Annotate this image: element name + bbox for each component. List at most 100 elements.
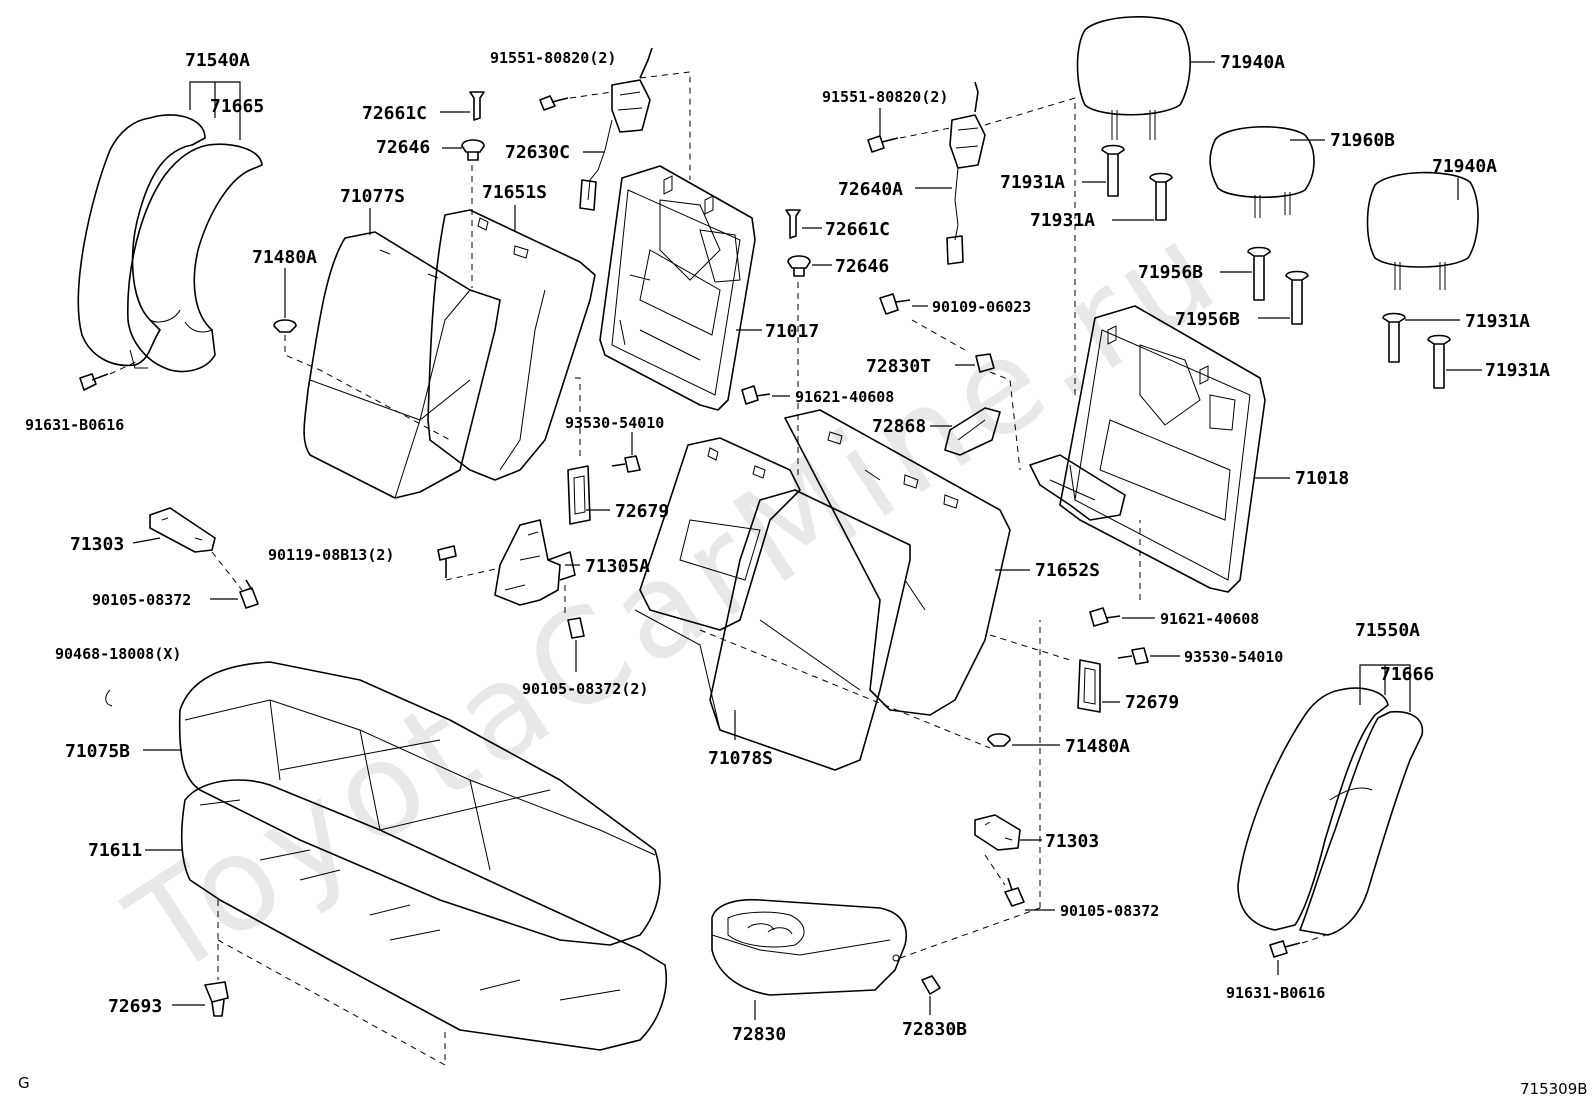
clip-72661C-left bbox=[469, 91, 485, 121]
label-72830B: 72830B bbox=[902, 1019, 967, 1040]
bolt-91551-right bbox=[867, 135, 899, 153]
label-91551-80820-left: 91551-80820(2) bbox=[490, 49, 616, 67]
label-72830T: 72830T bbox=[866, 356, 931, 377]
label-90105-08372-left: 90105-08372 bbox=[92, 591, 191, 609]
label-72661C-center: 72661C bbox=[825, 219, 890, 240]
label-72630C: 72630C bbox=[505, 142, 570, 163]
headrest-71940A-top bbox=[1076, 16, 1191, 140]
bolt-91631-left bbox=[79, 373, 109, 391]
headrest-71960B bbox=[1209, 126, 1315, 218]
label-72646-center: 72646 bbox=[835, 256, 889, 277]
label-71940A-top: 71940A bbox=[1220, 52, 1285, 73]
label-71666: 71666 bbox=[1380, 664, 1434, 685]
label-91631-B0616-right: 91631-B0616 bbox=[1226, 984, 1325, 1002]
side-bolster-left bbox=[77, 114, 263, 373]
label-91631-B0616-left: 91631-B0616 bbox=[25, 416, 124, 434]
bolt-90105-left bbox=[239, 579, 259, 609]
cushion-pad-71611 bbox=[180, 779, 668, 1051]
label-72646-left: 72646 bbox=[376, 137, 430, 158]
bolt-91551-left bbox=[539, 95, 569, 111]
bolt-91631-right bbox=[1269, 940, 1301, 958]
seatback-frame-71017 bbox=[599, 165, 756, 411]
seatback-cover-left-71651S bbox=[427, 209, 596, 481]
label-71611: 71611 bbox=[88, 840, 142, 861]
label-71018: 71018 bbox=[1295, 468, 1349, 489]
seat-lock-72630C bbox=[579, 47, 653, 211]
screw-93530-left bbox=[611, 455, 641, 473]
label-72640A: 72640A bbox=[838, 179, 903, 200]
label-72693: 72693 bbox=[108, 996, 162, 1017]
label-71931A-b: 71931A bbox=[1030, 210, 1095, 231]
clip-72646-center bbox=[787, 255, 811, 277]
clip-71480A-left bbox=[273, 319, 297, 333]
label-71480A-left: 71480A bbox=[252, 247, 317, 268]
label-71540A: 71540A bbox=[185, 50, 250, 71]
label-71931A-d: 71931A bbox=[1485, 360, 1550, 381]
stopper-72830B bbox=[921, 975, 941, 995]
bolt-90119 bbox=[437, 545, 457, 578]
bolt-91621-center bbox=[741, 385, 771, 405]
guide-71931A-d bbox=[1427, 334, 1451, 389]
cover-72868 bbox=[944, 407, 1001, 456]
screw-93530-right bbox=[1117, 647, 1149, 665]
figure-code: 715309B bbox=[1520, 1080, 1588, 1098]
label-71077S: 71077S bbox=[340, 186, 405, 207]
label-71303-right: 71303 bbox=[1045, 831, 1099, 852]
label-90119-08B13: 90119-08B13(2) bbox=[268, 546, 394, 564]
bracket-71305A bbox=[494, 519, 576, 606]
clip-72693 bbox=[204, 981, 229, 1017]
bezel-72679-left bbox=[567, 465, 591, 525]
bolt-91621-right bbox=[1089, 607, 1121, 627]
label-72679-left: 72679 bbox=[615, 501, 669, 522]
headrest-71940A-right bbox=[1366, 171, 1479, 290]
label-71931A-c: 71931A bbox=[1465, 311, 1530, 332]
label-71652S: 71652S bbox=[1035, 560, 1100, 581]
seatback-left-71077S bbox=[303, 231, 501, 499]
label-71665: 71665 bbox=[210, 96, 264, 117]
label-93530-54010-left: 93530-54010 bbox=[565, 414, 664, 432]
label-90468-18008: 90468-18008(X) bbox=[55, 645, 181, 663]
clip-72661C-center bbox=[785, 209, 801, 239]
seat-cushion-71075B bbox=[178, 661, 661, 946]
armrest-72830 bbox=[711, 898, 907, 996]
bolt-90105-right bbox=[1004, 877, 1025, 907]
label-71651S: 71651S bbox=[482, 182, 547, 203]
support-71956B-a bbox=[1247, 246, 1271, 301]
side-bolster-right bbox=[1237, 687, 1424, 936]
label-71956B-a: 71956B bbox=[1138, 262, 1203, 283]
label-71480A-right: 71480A bbox=[1065, 736, 1130, 757]
guide-71931A-a bbox=[1101, 144, 1125, 197]
label-71017: 71017 bbox=[765, 321, 819, 342]
label-90109-06023: 90109-06023 bbox=[932, 298, 1031, 316]
hinge-71303-right bbox=[974, 814, 1021, 851]
seatback-center-71078S bbox=[634, 409, 1011, 771]
label-71550A: 71550A bbox=[1355, 620, 1420, 641]
label-71956B-b: 71956B bbox=[1175, 309, 1240, 330]
label-72830: 72830 bbox=[732, 1024, 786, 1045]
label-71940A-right: 71940A bbox=[1432, 156, 1497, 177]
label-93530-54010-right: 93530-54010 bbox=[1184, 648, 1283, 666]
dash-91631-left bbox=[109, 359, 141, 375]
label-91551-80820-right: 91551-80820(2) bbox=[822, 88, 948, 106]
label-91621-40608-right: 91621-40608 bbox=[1160, 610, 1259, 628]
label-71078S: 71078S bbox=[708, 748, 773, 769]
bolt-90105-center bbox=[567, 617, 585, 639]
clip-72646-left bbox=[461, 139, 485, 161]
label-72868: 72868 bbox=[872, 416, 926, 437]
label-71075B: 71075B bbox=[65, 741, 130, 762]
nut-72830T bbox=[975, 353, 995, 373]
bolt-90109 bbox=[879, 293, 911, 315]
label-90105-08372-2: 90105-08372(2) bbox=[522, 680, 648, 698]
seatback-frame-71018 bbox=[1029, 305, 1266, 593]
guide-71931A-b bbox=[1149, 172, 1173, 221]
label-71305A: 71305A bbox=[585, 556, 650, 577]
corner-letter: G bbox=[18, 1074, 30, 1092]
label-71303-left: 71303 bbox=[70, 534, 124, 555]
seat-lock-72640A bbox=[946, 81, 986, 265]
support-71956B-b bbox=[1285, 270, 1309, 325]
label-72679-right: 72679 bbox=[1125, 692, 1179, 713]
label-72661C-left: 72661C bbox=[362, 103, 427, 124]
label-90105-08372-right: 90105-08372 bbox=[1060, 902, 1159, 920]
